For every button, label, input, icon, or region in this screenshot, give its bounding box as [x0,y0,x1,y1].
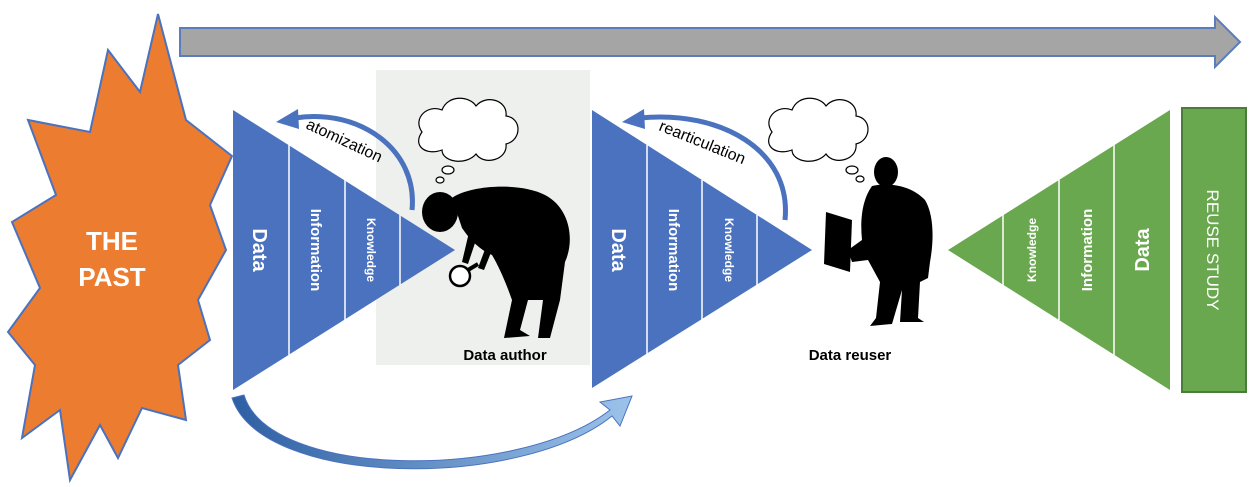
thought-bubble-reuser-icon [768,97,869,183]
magnifier-icon [448,262,480,288]
data-author-caption: Data author [463,347,547,364]
person-laptop-icon [824,157,933,326]
author-triangle: Data Information Knowledge [233,110,455,390]
author-layer-knowledge: Knowledge [364,218,378,282]
reuser-triangle: Data Information Knowledge [592,110,812,388]
reuse-layer-data: Data [1132,227,1154,271]
timeline-arrow-icon [179,14,1242,70]
data-reuser-caption: Data reuser [809,347,892,364]
author-layer-information: Information [307,209,324,292]
reuse-layer-information: Information [1079,209,1096,292]
the-past-starburst: THE PAST [6,13,234,484]
bottom-arc-arrow [231,394,633,470]
reuser-layer-data: Data [607,228,629,272]
past-label-line2: PAST [78,262,146,292]
reuser-layer-information: Information [665,209,682,292]
reuse-study-label: REUSE STUDY [1203,190,1222,311]
atomization-label: atomization [303,116,384,166]
reuse-layer-knowledge: Knowledge [1025,218,1039,282]
reuse-study-box: REUSE STUDY [1181,107,1247,393]
starburst-icon [6,13,234,484]
author-layer-data: Data [248,228,270,272]
person-bending-magnifier-icon [422,186,570,338]
reuse-triangle: Knowledge Information Data [948,110,1170,390]
past-label-line1: THE [86,226,138,256]
thought-bubble-icon [418,97,519,184]
reuser-layer-knowledge: Knowledge [722,218,736,282]
